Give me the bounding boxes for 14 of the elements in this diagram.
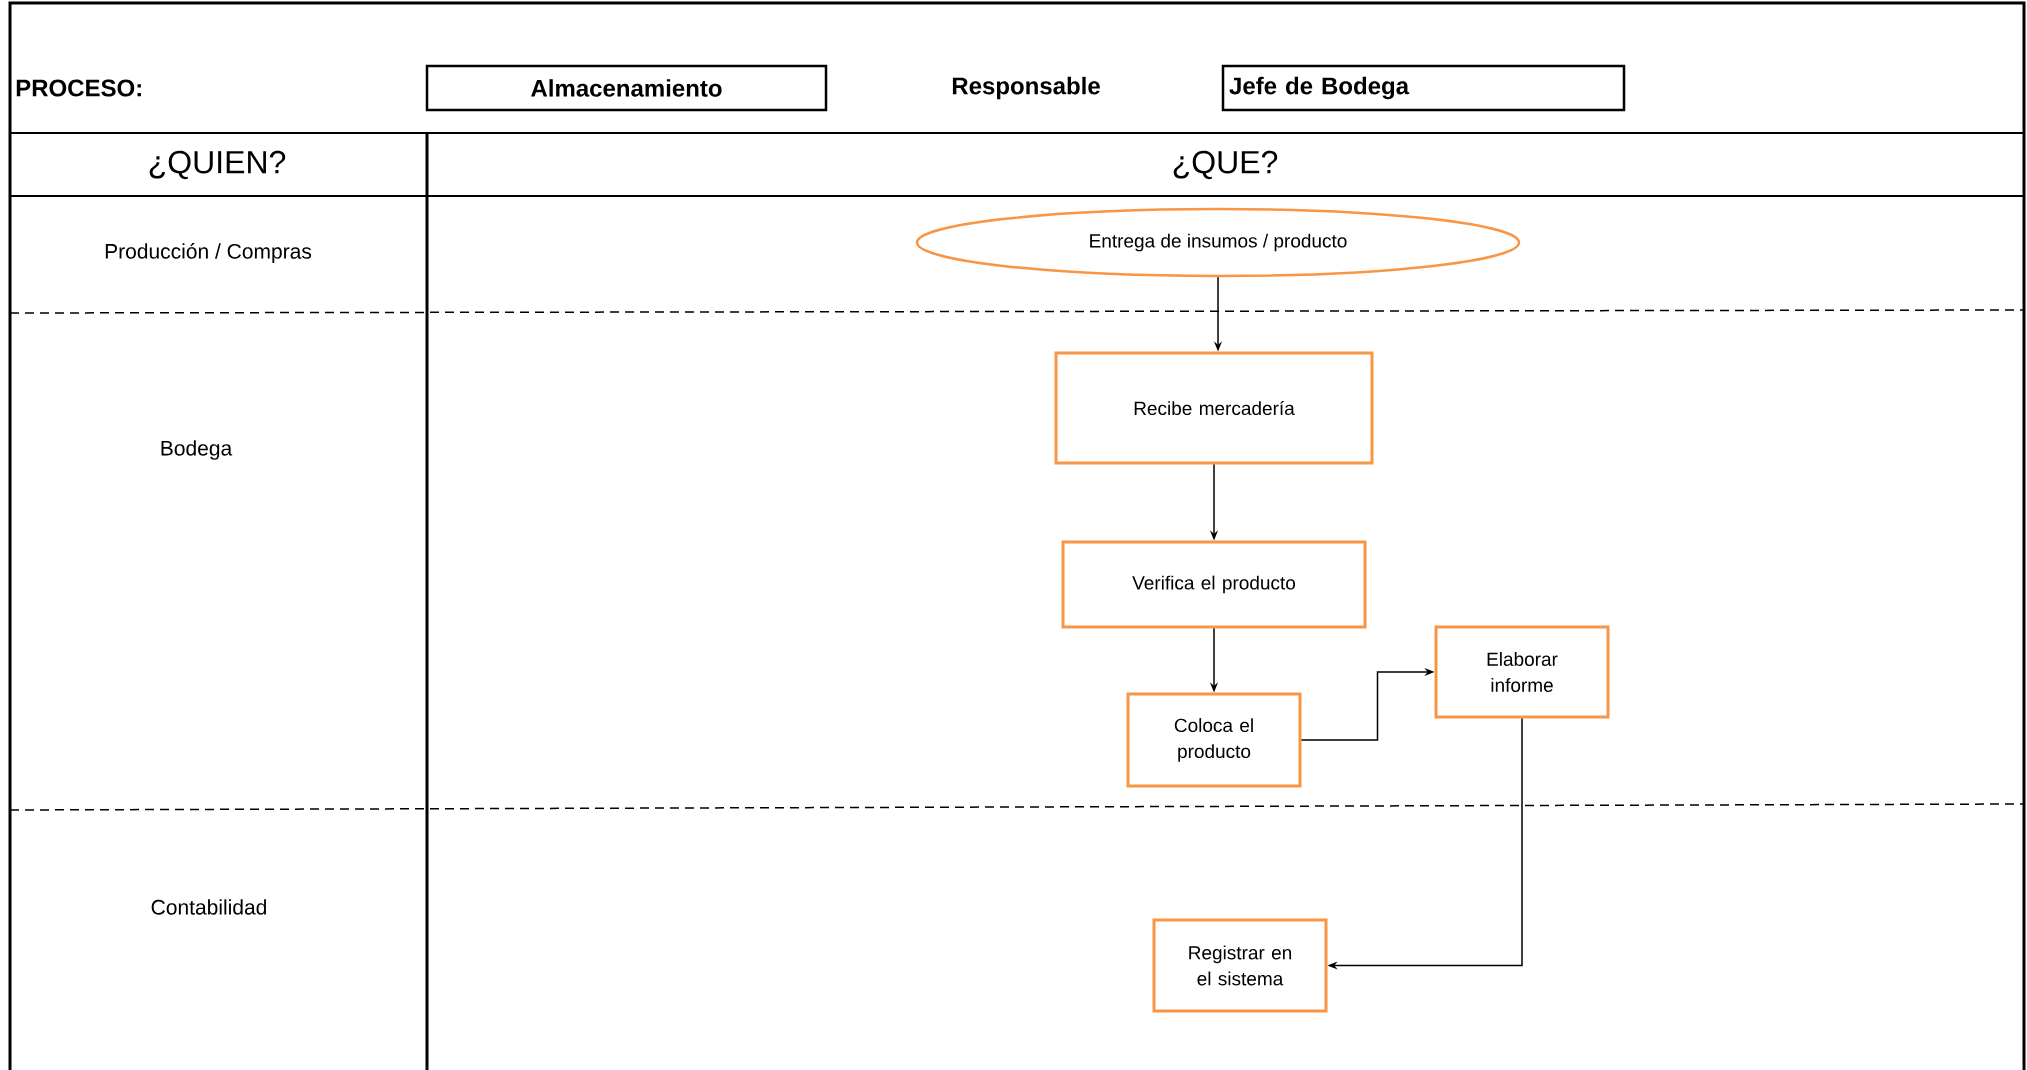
process-box: Registrar en el sistema [1152,918,1328,1013]
lane-label: Bodega [161,440,233,460]
lane-label: Contabilidad [151,899,266,915]
lane-label: Producción / Compras [105,243,312,263]
process-box: Coloca el producto [1126,692,1302,788]
process-box: Elaborar informe [1434,625,1610,719]
process-box: Recibe mercadería [1054,351,1374,465]
process-box: Verifica el producto [1061,540,1367,629]
field-label: Responsable [952,76,1100,100]
column-heading: ¿QUE? [1173,150,1278,180]
header-field: Jefe de Bodega [1221,64,1626,112]
field-label: PROCESO: [16,79,141,97]
header-field: Almacenamiento [425,64,828,112]
column-heading: ¿QUIEN? [149,150,286,180]
